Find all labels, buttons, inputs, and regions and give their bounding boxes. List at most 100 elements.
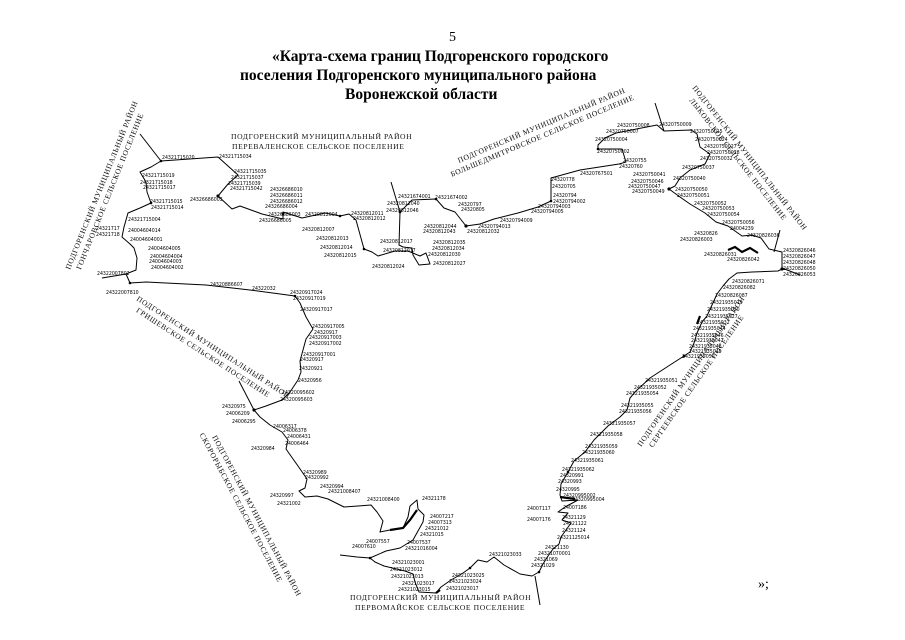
point-label: 24321023033 [489,552,522,558]
point-label: 24321935052 [634,385,667,391]
svg-text:ПОДГОРЕНСКИЙ МУНИЦИПАЛЬНЫЙ РАЙ: ПОДГОРЕНСКИЙ МУНИЦИПАЛЬНЫЙ РАЙОН [210,434,303,598]
point-label: 24320826042 [727,257,760,263]
point-label: 24322007802 [97,271,130,277]
point-label: 24320812040 [387,201,420,207]
point-label: 24320750040 [673,176,706,182]
point-label: 24320812015 [324,253,357,259]
point-label: 24321002 [277,501,301,507]
point-label: 24320794005 [531,209,564,215]
point-label: 24321935061 [571,458,604,464]
point-label: 24320750008 [617,123,650,129]
point-label: 24320989 [303,470,327,476]
point-label: 24321023001 [392,560,425,566]
point-label: 24321935027 [705,314,738,320]
point-label: 24320812013 [316,236,349,242]
point-label: 24320921 [299,366,323,372]
point-label: 24320826082 [723,285,756,291]
point-label: 24320812030 [428,252,461,258]
point-label: 24321122 [563,521,587,527]
boundary-emphasis [389,245,759,594]
point-label: 24321016004 [405,546,438,552]
point-label: 24320917003 [309,335,342,341]
point-label: 24320826053 [783,272,816,278]
point-label: 24321023024 [449,579,482,585]
point-label: 24320812017 [383,248,416,254]
point-label: 24320750009 [659,122,692,128]
point-label: 24321023013 [391,574,424,580]
point-label: 24320812012 [353,216,386,222]
point-label: 24320812046 [386,208,419,214]
point-label: 24320917 [314,330,338,336]
point-label: 24320705 [552,184,576,190]
point-label: 24320750002 [597,149,630,155]
point-label: 24320812011 [351,211,384,217]
point-label: 24007117 [527,506,551,512]
point-label: 24320750027 [704,144,737,150]
point-label: 24320750037 [682,165,715,171]
point-label: 24320886607 [210,282,243,288]
point-label: 24321935050 [682,354,715,360]
point-label: 24007313 [428,520,452,526]
point-label: 24326686011 [270,193,303,199]
point-label: 24320794 [553,193,577,199]
point-label: 24320917 [300,357,324,363]
point-label: 24320826036 [747,233,780,239]
point-label: 24320812014 [320,245,353,251]
point-label: 24321935047 [691,338,724,344]
point-label: 24321023015 [398,587,431,593]
svg-text:СКОРОРЫБСКОЕ СЕЛЬСКОЕ ПОСЕЛЕНИ: СКОРОРЫБСКОЕ СЕЛЬСКОЕ ПОСЕЛЕНИЕ [198,431,285,583]
point-label: 24321715035 [234,169,267,175]
point-label: 24007217 [430,514,454,520]
point-label: 24321715017 [143,185,176,191]
point-label: 24320826003 [680,237,713,243]
point-label: 24321935046 [691,333,724,339]
point-label: 24321715042 [230,186,263,192]
point-label: 24320767501 [580,171,613,177]
point-label: 24321935020 [707,307,740,313]
point-label: 24320750032 [700,156,733,162]
point-label: 24321023012 [390,567,423,573]
point-label: 24321935057 [603,421,636,427]
point-label: 24004604003 [149,259,182,265]
point-label: 24320794002 [553,199,586,205]
point-label: 24320812024 [372,264,405,270]
point-label: 24321935044 [693,326,726,332]
point-label: 24320812007 [302,227,335,233]
point-label: 24326686003 [268,212,301,218]
point-label: 24004604014 [128,228,161,234]
point-label: 24326686012 [270,199,303,205]
point-label: 24320984 [251,446,275,452]
point-label: 24320750050 [675,187,708,193]
point-label: 24004604002 [151,265,184,271]
point-label: 24007610 [352,544,376,550]
point-label: 24321935062 [562,467,595,473]
point-label: 24321125014 [557,535,590,541]
point-label: 24320797 [458,202,482,208]
point-label: 24320750041 [633,172,666,178]
svg-text:ПЕРЕВАЛЕНСКОЕ СЕЛЬСКОЕ ПОСЕЛЕН: ПЕРЕВАЛЕНСКОЕ СЕЛЬСКОЕ ПОСЕЛЕНИЕ [232,142,404,151]
point-label: 24321935060 [582,450,615,456]
point-label: 24320750028 [707,150,740,156]
point-label: 24320995004 [572,497,605,503]
point-label: 24321129 [562,515,586,521]
point-label: 24320992 [305,475,329,481]
point-label: 24321717 [96,226,120,232]
point-label: 24321012 [425,526,449,532]
point-label: 24006378 [283,428,307,434]
point-label: 24320826071 [732,279,765,285]
point-label: 24007537 [407,540,431,546]
point-label: 24320997 [270,493,294,499]
point-label: 24320812035 [433,240,466,246]
point-label: 24320917002 [309,341,342,347]
point-label: 24320095602 [282,390,315,396]
point-label: 24321023017 [446,586,479,592]
svg-text:ПОДГОРЕНСКИЙ МУНИЦИПАЛЬНЫЙ РАЙ: ПОДГОРЕНСКИЙ МУНИЦИПАЛЬНЫЙ РАЙОН [135,294,292,400]
point-label: 24320956 [298,378,322,384]
point-label: 24326686005 [259,218,292,224]
point-label: 24320794009 [500,218,533,224]
point-label: 24320812004 [305,212,338,218]
point-label: 24321935054 [626,391,659,397]
point-label: 24321178 [422,496,446,502]
point-label: 24007557 [366,539,390,545]
